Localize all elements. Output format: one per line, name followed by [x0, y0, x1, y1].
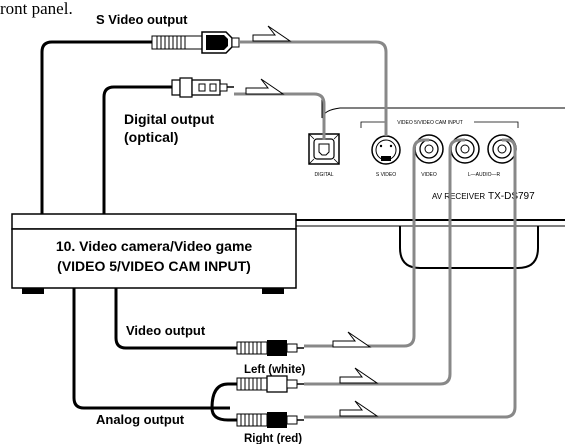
s-video-label: S VIDEO	[376, 172, 396, 178]
audio-label: L—AUDIO—R	[468, 172, 501, 178]
arrow-video	[332, 331, 372, 348]
receiver-front-panel: DIGITAL VIDEO 5/VIDEO CAM INPUT S VIDEO …	[290, 96, 565, 269]
arrow-right-audio	[339, 400, 379, 417]
analog-out-cable	[72, 288, 230, 410]
model-number: TX-DS797	[488, 191, 535, 202]
device-foot-left	[22, 288, 44, 294]
s-video-output-label: S Video output	[96, 12, 188, 27]
digital-output-sublabel: (optical)	[124, 129, 178, 145]
panel-recess	[399, 226, 539, 269]
s-video-cable	[240, 40, 388, 136]
device-front-face	[11, 228, 297, 289]
black-cables	[40, 40, 237, 422]
signal-arrows	[245, 25, 379, 417]
arrow-optical	[245, 78, 285, 95]
panel-top-edge	[321, 96, 565, 119]
right-red-label: Right (red)	[244, 433, 302, 444]
digital-label: DIGITAL	[314, 172, 333, 178]
s-video-out-cable	[40, 40, 152, 214]
optical-plug	[171, 77, 234, 98]
arrow-left-audio	[339, 367, 379, 384]
s-video-jack	[371, 135, 401, 165]
video-camera-device: 10. Video camera/Video game (VIDEO 5/VID…	[11, 213, 297, 294]
gray-cables	[234, 40, 517, 419]
model-label: AV RECEIVER	[432, 192, 485, 201]
s-video-plug	[151, 31, 240, 54]
left-white-label: Left (white)	[244, 364, 305, 376]
right-audio-rca-plug	[236, 412, 304, 428]
video-output-label: Video output	[126, 323, 206, 338]
digital-output-label: Digital output	[124, 111, 215, 127]
video-cable	[304, 138, 429, 348]
arrow-s-video	[252, 25, 292, 42]
analog-right-branch	[210, 407, 237, 422]
optical-cable	[234, 92, 326, 140]
analog-left-branch	[210, 382, 237, 409]
header-fragment: ront panel.	[0, 0, 73, 18]
device-foot-right	[262, 288, 284, 294]
input-group-label: VIDEO 5/VIDEO CAM INPUT	[397, 120, 463, 126]
optical-out-cable	[102, 85, 172, 214]
left-audio-cable	[304, 138, 465, 386]
video-out-cable	[114, 288, 237, 350]
right-audio-cable	[304, 138, 517, 419]
left-audio-rca-plug	[236, 375, 304, 393]
video-label: VIDEO	[421, 172, 437, 178]
device-title-line2: (VIDEO 5/VIDEO CAM INPUT)	[57, 258, 251, 274]
analog-output-label: Analog output	[96, 412, 185, 427]
device-top-face	[11, 213, 297, 230]
device-title-line1: 10. Video camera/Video game	[56, 238, 253, 254]
video-rca-plug	[236, 340, 304, 356]
